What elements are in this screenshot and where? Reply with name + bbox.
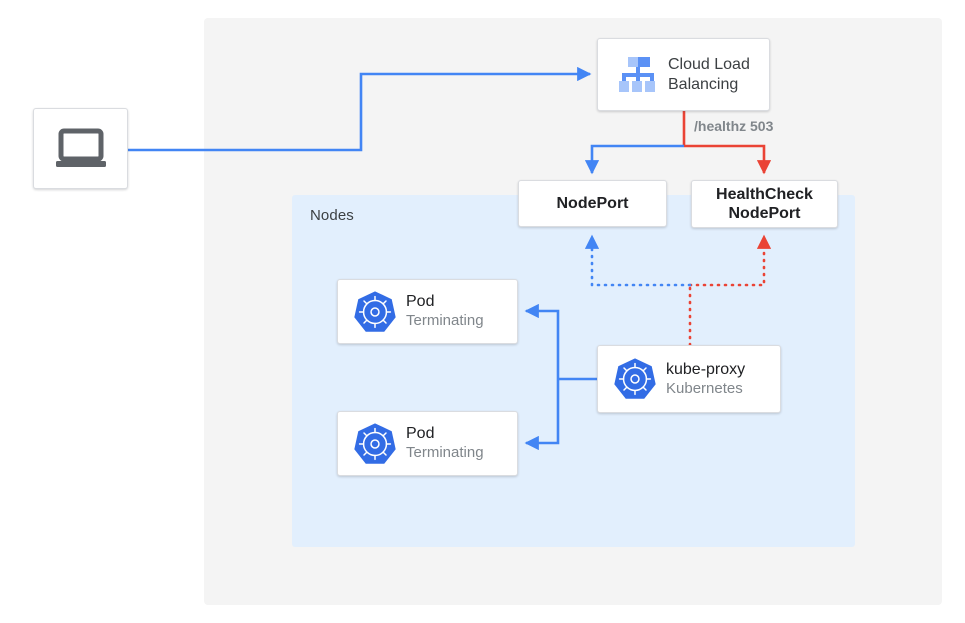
pod-status-2: Terminating [406,444,484,462]
pod-status-1: Terminating [406,312,484,330]
cloud-load-balancing-icon [606,55,668,95]
kube-proxy-node[interactable]: kube-proxy Kubernetes [597,345,781,413]
cloud-load-balancing-text: Cloud Load Balancing [668,55,750,95]
pod-node-2[interactable]: Pod Terminating [337,411,518,476]
healthcheck-nodeport-label: HealthCheck NodePort [716,185,813,223]
healthcheck-nodeport-label-line2: NodePort [728,205,801,222]
kube-proxy-subtitle: Kubernetes [666,379,743,397]
nodes-region-label: Nodes [310,207,354,224]
pod-title-1: Pod [406,293,435,311]
nodeport-node[interactable]: NodePort [518,180,667,227]
pod-node-1[interactable]: Pod Terminating [337,279,518,344]
laptop-icon [55,127,107,171]
cloud-load-balancing-node[interactable]: Cloud Load Balancing [597,38,770,111]
kube-proxy-text: kube-proxy Kubernetes [666,360,745,399]
pod-title-2: Pod [406,425,435,443]
pod-text-1: Pod Terminating [406,292,484,331]
client-node[interactable] [33,108,128,189]
healthcheck-nodeport-node[interactable]: HealthCheck NodePort [691,180,838,228]
healthcheck-nodeport-label-line1: HealthCheck [716,185,813,203]
nodeport-label: NodePort [556,194,629,212]
kubernetes-icon [344,422,406,466]
cloud-load-balancing-title-line2: Balancing [668,75,739,93]
kube-proxy-title: kube-proxy [666,360,746,378]
pod-text-2: Pod Terminating [406,424,484,463]
cloud-load-balancing-title-line1: Cloud Load [668,55,750,73]
kubernetes-icon [604,357,666,401]
kubernetes-icon [344,290,406,334]
healthz-annotation: /healthz 503 [694,118,774,134]
